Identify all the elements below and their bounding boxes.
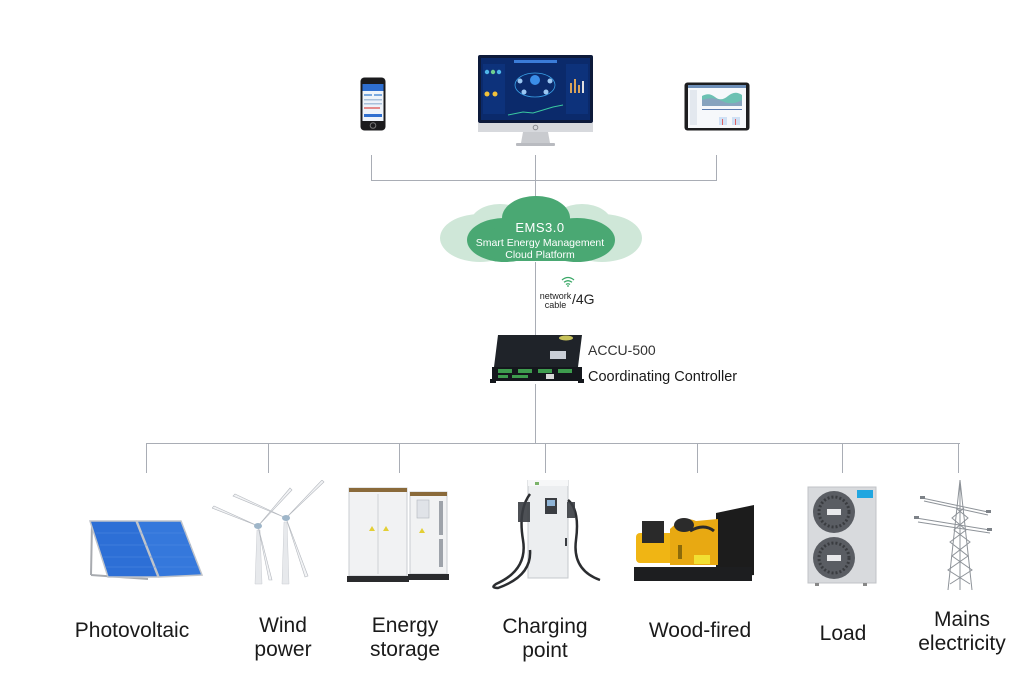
wind-turbine-icon bbox=[212, 480, 328, 585]
connector-photovoltaic bbox=[146, 443, 147, 473]
cloud-title: EMS3.0 bbox=[515, 220, 565, 235]
energy-storage-cabinet-icon bbox=[347, 485, 449, 585]
node-label-load: Load bbox=[819, 622, 867, 645]
node-label-charging-point: Charging point bbox=[502, 615, 588, 662]
node-label-wood-fired: Wood-fired bbox=[648, 619, 752, 642]
connector-nodes-bus bbox=[146, 443, 960, 444]
node-label-wind-power: Wind power bbox=[254, 614, 312, 661]
connection-type-line1: network bbox=[539, 291, 572, 301]
connection-type-line2: cable bbox=[544, 300, 567, 310]
smartphone-icon bbox=[360, 77, 386, 131]
monitor-icon bbox=[478, 55, 593, 147]
wifi-icon bbox=[561, 276, 575, 287]
generator-icon bbox=[634, 505, 756, 585]
solar-panel-icon bbox=[88, 519, 204, 581]
cloud-subtitle-line2: Cloud Platform bbox=[505, 249, 575, 261]
power-tower-icon bbox=[912, 478, 992, 592]
connector-tablet bbox=[716, 155, 717, 181]
connector-devices-bus bbox=[371, 180, 717, 181]
tablet-icon bbox=[684, 82, 750, 131]
connector-charging-point bbox=[545, 443, 546, 473]
connector-wind-power bbox=[268, 443, 269, 473]
connector-monitor bbox=[535, 155, 536, 215]
connector-controller-bus bbox=[535, 384, 536, 444]
connector-phone bbox=[371, 155, 372, 181]
connection-type-suffix: /4G bbox=[572, 291, 595, 307]
connector-energy-storage bbox=[399, 443, 400, 473]
node-label-mains-electricity: Mains electricity bbox=[918, 608, 1006, 655]
cloud-subtitle-line1: Smart Energy Management bbox=[475, 237, 605, 249]
node-label-energy-storage: Energy storage bbox=[369, 614, 441, 661]
ac-unit-icon bbox=[807, 486, 877, 586]
connector-mains bbox=[958, 443, 959, 473]
node-label-photovoltaic: Photovoltaic bbox=[74, 619, 190, 642]
controller-name: Coordinating Controller bbox=[588, 369, 738, 385]
connector-wood-fired bbox=[697, 443, 698, 473]
connector-cloud-controller bbox=[535, 262, 536, 336]
connector-load bbox=[842, 443, 843, 473]
controller-device-icon bbox=[490, 333, 586, 385]
cloud-platform bbox=[440, 196, 642, 266]
ev-charger-icon bbox=[488, 480, 604, 592]
controller-model: ACCU-500 bbox=[588, 342, 656, 358]
